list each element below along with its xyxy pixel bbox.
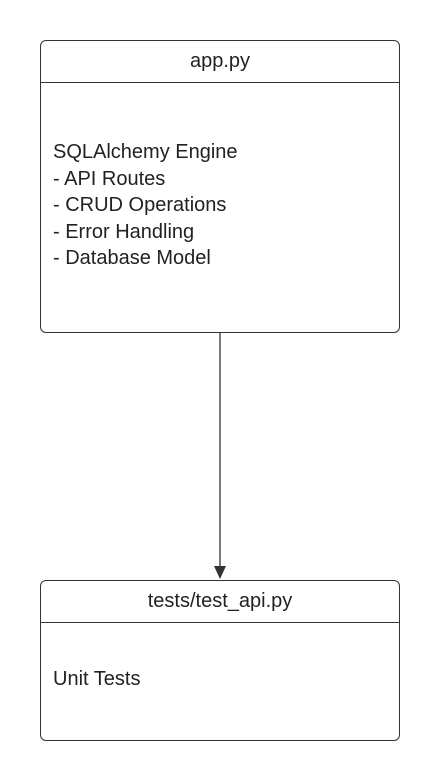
- test-api-node-body: Unit Tests: [41, 623, 399, 693]
- test-api-node-title: tests/test_api.py: [41, 581, 399, 623]
- test-api-line-unit-tests: Unit Tests: [53, 668, 141, 690]
- arrowhead-icon: [214, 566, 226, 579]
- test-api-title-text: tests/test_api.py: [147, 590, 293, 612]
- app-py-line-crud: - CRUD Operations: [53, 194, 227, 216]
- test-api-node[interactable]: tests/test_api.py Unit Tests: [40, 580, 400, 741]
- app-py-line-database-model: - Database Model: [53, 247, 211, 269]
- app-py-line-error-handling: - Error Handling: [53, 220, 195, 243]
- app-py-title-text: app.py: [189, 50, 251, 72]
- app-py-line-api-routes: - API Routes: [53, 167, 166, 190]
- app-py-line-engine: SQLAlchemy Engine: [53, 141, 238, 163]
- app-py-node-body: SQLAlchemy Engine - API Routes - CRUD Op…: [41, 83, 399, 272]
- app-py-node[interactable]: app.py SQLAlchemy Engine - API Routes - …: [40, 40, 400, 333]
- app-py-node-title: app.py: [41, 41, 399, 83]
